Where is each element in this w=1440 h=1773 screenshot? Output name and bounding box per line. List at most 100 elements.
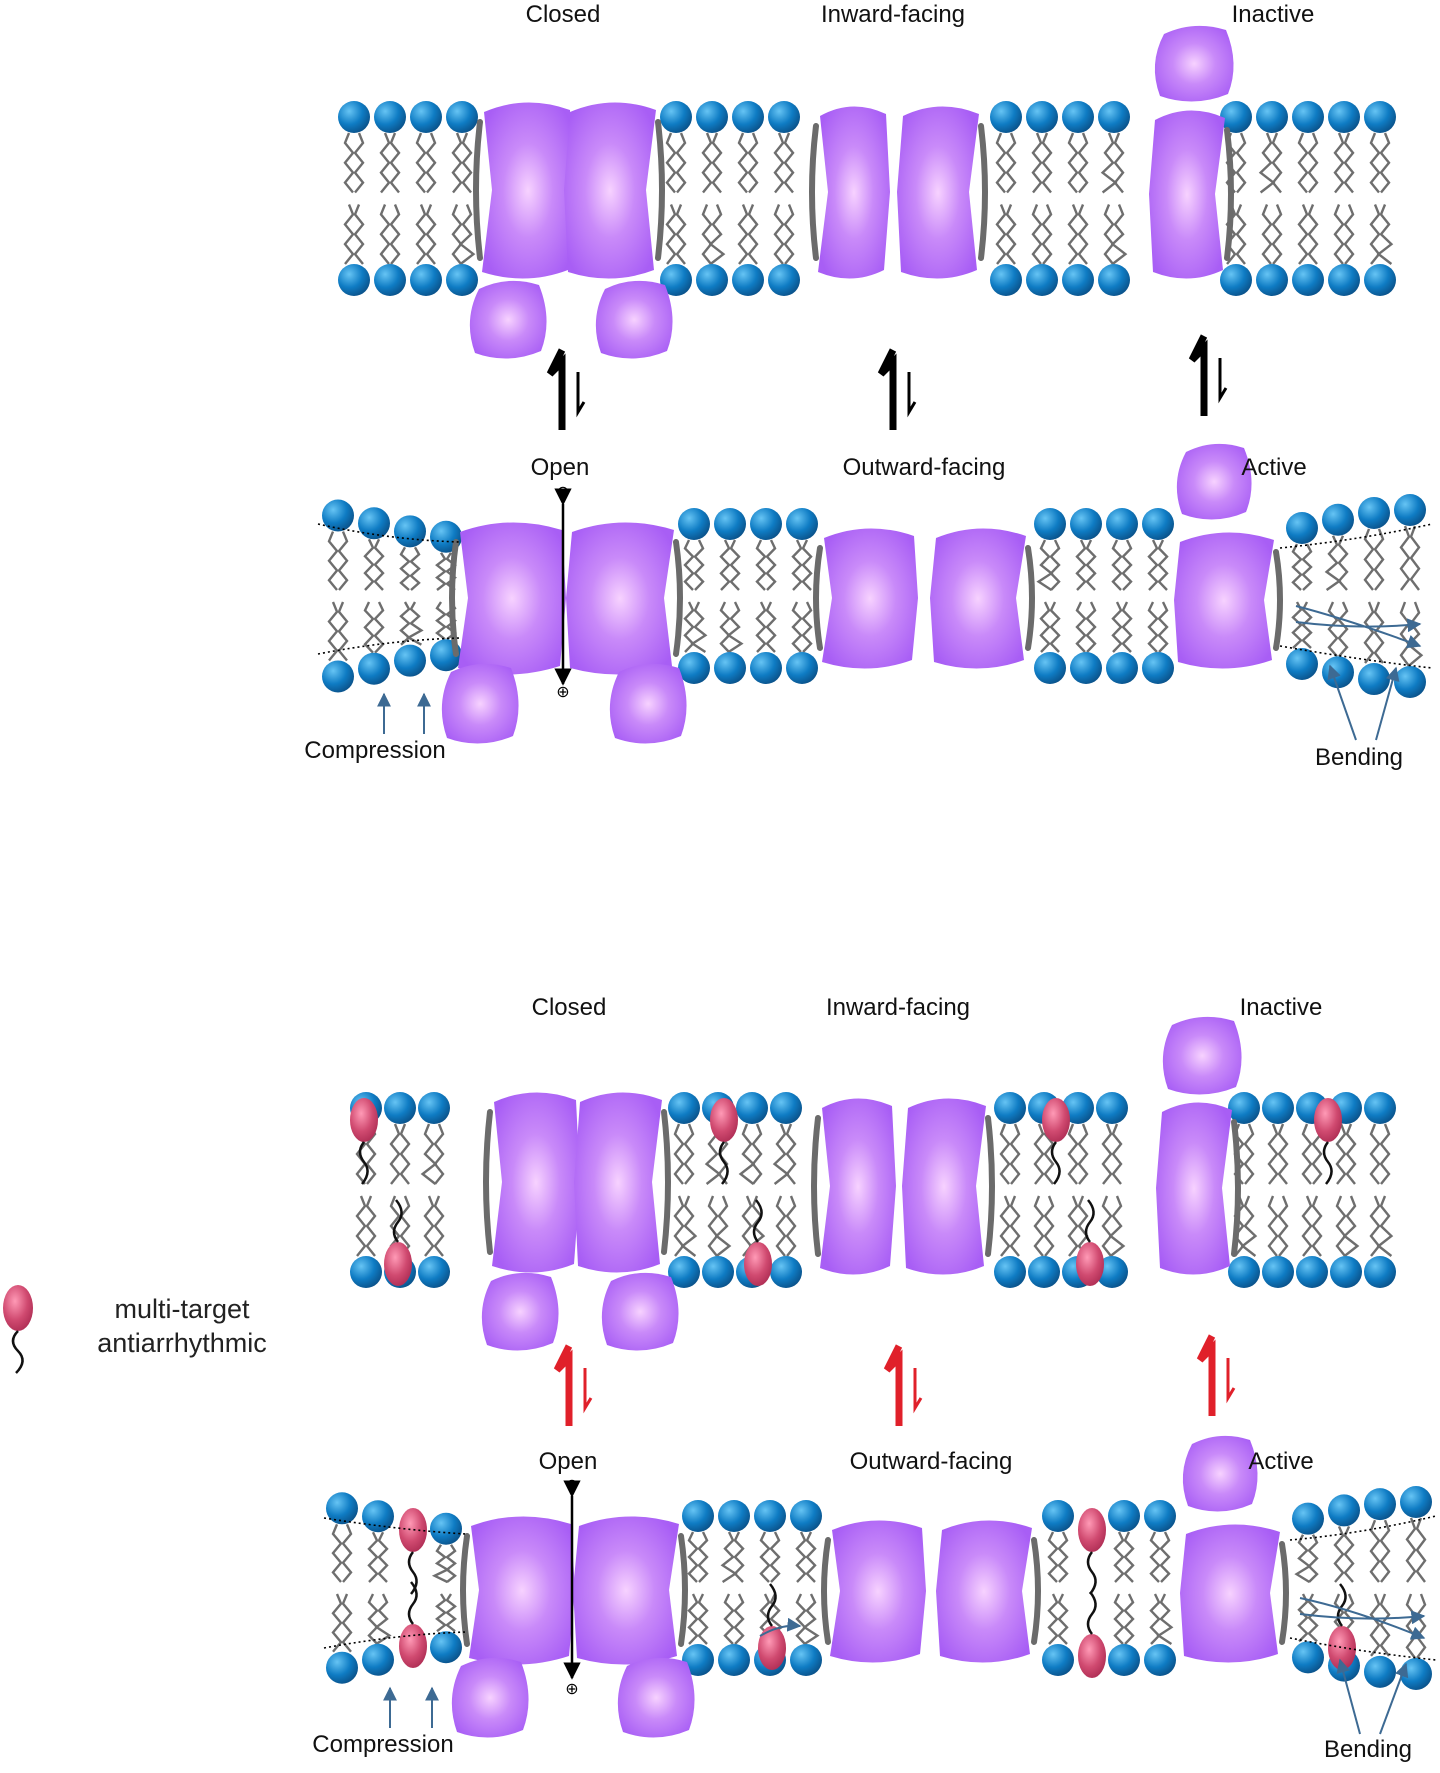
lipid-tail bbox=[1009, 1123, 1021, 1185]
outward-transporter-left bbox=[822, 528, 918, 669]
lipid-tail bbox=[1077, 204, 1089, 265]
lipid-tail bbox=[1085, 539, 1097, 591]
lipid-head bbox=[410, 264, 442, 296]
drug-head bbox=[1078, 1634, 1106, 1678]
lipid-head bbox=[1108, 1500, 1140, 1532]
lipid-tail bbox=[1376, 204, 1394, 265]
lipid-tail bbox=[726, 601, 744, 654]
lipid-tail bbox=[337, 531, 349, 591]
lipid-head bbox=[1028, 1256, 1060, 1288]
open-channel-left bbox=[458, 522, 566, 675]
state-label-closed: Closed bbox=[532, 994, 607, 1021]
lipid-tail bbox=[719, 601, 731, 653]
lipid-tail bbox=[680, 1195, 698, 1257]
lipid-tail bbox=[1301, 1123, 1313, 1185]
lipid-tail bbox=[1335, 1123, 1347, 1185]
lipid-tail bbox=[1271, 132, 1283, 194]
lipid-tail bbox=[1333, 132, 1345, 194]
lipid-head bbox=[358, 507, 390, 540]
compression-label: Compression bbox=[312, 1731, 453, 1758]
lipid-tail bbox=[327, 601, 339, 662]
state-label-inactive: Inactive bbox=[1240, 994, 1323, 1021]
drug-molecule bbox=[350, 1098, 378, 1185]
lipid-tail bbox=[795, 1531, 807, 1583]
lipid-head bbox=[326, 1492, 358, 1525]
leaflet-boundary-line bbox=[1279, 645, 1433, 669]
lipid-tail bbox=[1297, 1593, 1309, 1643]
lipid-segment bbox=[1042, 1500, 1176, 1676]
inward-transporter-left bbox=[820, 1098, 896, 1275]
lipid-tail bbox=[341, 1593, 353, 1653]
lipid-tail bbox=[1005, 132, 1017, 194]
lipid-tail bbox=[379, 204, 391, 265]
lipid-tail bbox=[1067, 204, 1079, 265]
lipid-tail bbox=[1307, 1534, 1319, 1583]
lipid-tail bbox=[687, 1593, 699, 1645]
lipid-tail bbox=[1121, 539, 1133, 591]
drug-tail bbox=[1084, 1199, 1095, 1243]
lipid-tail bbox=[451, 132, 463, 194]
lipid-head bbox=[1106, 652, 1138, 684]
outward-transporter-right bbox=[930, 528, 1026, 669]
protein-contact-belt bbox=[673, 539, 683, 657]
lipid-tail bbox=[707, 1195, 719, 1257]
legend-label-line1: multi-target bbox=[114, 1294, 250, 1324]
lipid-tail bbox=[1345, 1123, 1357, 1185]
lipid-head bbox=[1328, 264, 1360, 296]
lipid-tail bbox=[1277, 1195, 1289, 1257]
lipid-tail bbox=[1240, 1195, 1258, 1257]
lipid-head bbox=[768, 264, 800, 296]
lipid-head bbox=[668, 1256, 700, 1288]
lipid-head bbox=[696, 264, 728, 296]
lipid-head bbox=[430, 1631, 462, 1664]
lipid-head bbox=[1262, 1092, 1294, 1124]
legend-label-line2: antiarrhythmic bbox=[97, 1328, 267, 1358]
lipid-tail bbox=[1225, 204, 1237, 265]
lipid-tail bbox=[1077, 132, 1089, 194]
lipid-tail bbox=[701, 204, 713, 265]
lipid-segment bbox=[326, 1492, 462, 1684]
outward-transporter-left bbox=[830, 1520, 926, 1663]
lipid-head bbox=[418, 1256, 450, 1288]
lipid-tail bbox=[1297, 132, 1309, 194]
lipid-tail bbox=[343, 204, 355, 265]
lipid-head bbox=[1286, 647, 1318, 680]
protein-contact-belt bbox=[1231, 1119, 1241, 1257]
lipid-head bbox=[750, 652, 782, 684]
lipid-head bbox=[1042, 1500, 1074, 1532]
forward-arrow bbox=[883, 1344, 903, 1426]
lipid-tail bbox=[1405, 1593, 1417, 1659]
state-label-active: Active bbox=[1248, 1448, 1313, 1475]
protein-contact-belt bbox=[1031, 1537, 1041, 1645]
lipid-tail bbox=[769, 1531, 781, 1583]
lipid-head bbox=[1292, 264, 1324, 296]
lipid-tail bbox=[1337, 601, 1349, 658]
lipid-tail bbox=[365, 1195, 377, 1257]
drug-molecule bbox=[758, 1583, 786, 1670]
state-label-open: Open bbox=[531, 454, 590, 481]
lipid-tail bbox=[733, 1531, 745, 1583]
forward-arrow bbox=[553, 1344, 573, 1426]
lipid-head bbox=[338, 101, 370, 133]
lipid-tail bbox=[795, 1593, 807, 1645]
lipid-head bbox=[682, 1644, 714, 1676]
lipid-head bbox=[1394, 494, 1426, 527]
protein-contact-belt bbox=[473, 119, 483, 261]
lipid-tail bbox=[1085, 601, 1097, 653]
drug-head bbox=[384, 1242, 412, 1286]
lipid-tail bbox=[1291, 601, 1303, 649]
lipid-tail bbox=[1005, 204, 1017, 265]
lipid-tail bbox=[747, 204, 759, 265]
lipid-head bbox=[1142, 508, 1174, 540]
bending-arrow bbox=[1299, 1597, 1426, 1640]
lipid-tail bbox=[355, 1195, 367, 1257]
protein-contact-belt bbox=[655, 119, 665, 261]
lipid-tail bbox=[1235, 204, 1247, 265]
lipid-tail bbox=[1373, 528, 1385, 591]
lipid-head bbox=[362, 1643, 394, 1676]
lipid-tail bbox=[389, 1123, 401, 1185]
lipid-tail bbox=[1041, 204, 1053, 265]
lipid-tail bbox=[665, 132, 677, 194]
drug-head bbox=[1078, 1508, 1106, 1552]
